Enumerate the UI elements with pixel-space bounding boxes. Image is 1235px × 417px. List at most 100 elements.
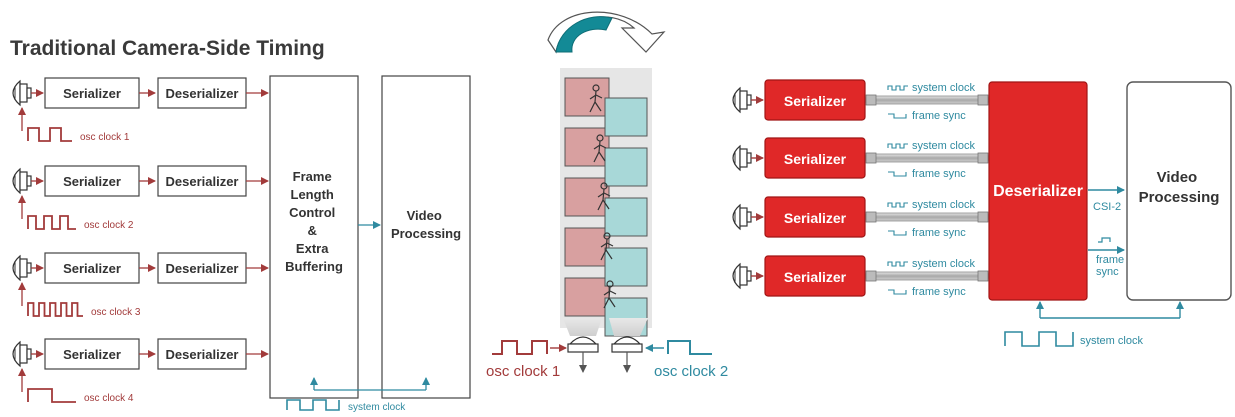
pink-frame xyxy=(564,227,610,267)
frame-line-5: Buffering xyxy=(285,259,343,274)
red-serializer-label: Serializer xyxy=(784,269,847,285)
square-wave-icon xyxy=(1004,331,1074,347)
mid-osc-clock-2-label: osc clock 2 xyxy=(654,363,728,380)
square-wave-icon xyxy=(887,202,908,208)
square-wave-icon xyxy=(1098,237,1111,243)
right-video-processing-box xyxy=(1126,81,1232,301)
left-title: Traditional Camera-Side Timing xyxy=(10,37,325,60)
square-wave-icon xyxy=(27,388,76,403)
camera-icon xyxy=(12,79,32,107)
frame-line-4: Extra xyxy=(296,241,329,256)
big-deserializer-label: Deserializer xyxy=(993,183,1083,200)
serializer-label: Serializer xyxy=(63,86,121,101)
left-video-line-0: Video xyxy=(407,208,442,223)
serializer-box xyxy=(44,338,140,370)
square-wave-icon xyxy=(887,261,908,267)
row-frame-sync-label: frame sync xyxy=(912,168,966,180)
red-serializer-label: Serializer xyxy=(784,93,847,109)
square-wave-icon xyxy=(888,113,907,119)
serial-cable xyxy=(865,212,989,222)
cable-connector xyxy=(865,152,877,164)
row-system-clock-label: system clock xyxy=(912,199,975,211)
serial-cable xyxy=(865,95,989,105)
osc-clock-label: osc clock 2 xyxy=(84,220,134,231)
camera-icon xyxy=(732,86,752,114)
walking-person-icon xyxy=(600,232,614,261)
frame-stack xyxy=(564,77,648,337)
camera-icon xyxy=(12,167,32,195)
deserializer-label: Deserializer xyxy=(166,86,239,101)
left-video-processing-label: Video Processing xyxy=(391,208,461,241)
right-row: Serializer system clock frame sync xyxy=(732,137,989,180)
serializer-label: Serializer xyxy=(63,261,121,276)
frame-sync-out-label: frame sync xyxy=(1096,254,1127,278)
left-video-processing-box xyxy=(381,75,471,399)
red-serializer-label: Serializer xyxy=(784,151,847,167)
frame-length-control-box xyxy=(269,75,359,399)
square-wave-icon xyxy=(887,85,908,91)
frame-line-0: Frame xyxy=(293,169,332,184)
osc-clock-label: osc clock 4 xyxy=(84,393,134,404)
row-system-clock-label: system clock xyxy=(912,82,975,94)
frame-sync-out-line-1: sync xyxy=(1096,266,1119,278)
camera-icon xyxy=(732,144,752,172)
aqua-frame xyxy=(604,247,648,287)
left-row: Serializer Deserializer osc clock 1 xyxy=(12,77,269,143)
row-frame-sync-label: frame sync xyxy=(912,227,966,239)
red-serializer-box xyxy=(764,79,866,121)
walking-person-icon xyxy=(597,182,611,211)
row-system-clock-label: system clock xyxy=(912,258,975,270)
frame-sync-out-line-0: frame xyxy=(1096,254,1124,266)
square-wave-icon xyxy=(286,399,340,411)
serializer-box xyxy=(44,252,140,284)
cable-connector xyxy=(865,270,877,282)
cable-connector xyxy=(865,94,877,106)
left-diagram: Traditional Camera-Side Timing Serialize… xyxy=(10,37,471,413)
osc-clock-label: osc clock 1 xyxy=(80,132,130,143)
red-serializer-box xyxy=(764,255,866,297)
cable-connector xyxy=(865,211,877,223)
serial-cable xyxy=(865,271,989,281)
deserializer-label: Deserializer xyxy=(166,347,239,362)
middle-diagram: osc clock 1 osc clock 2 xyxy=(486,11,728,380)
square-wave-icon xyxy=(887,143,908,149)
big-deserializer-box xyxy=(988,81,1088,301)
cable-connector xyxy=(977,270,989,282)
square-wave-icon xyxy=(27,215,76,230)
deserializer-label: Deserializer xyxy=(166,261,239,276)
row-frame-sync-label: frame sync xyxy=(912,286,966,298)
camera-icon xyxy=(732,203,752,231)
right-video-processing-label: Video Processing xyxy=(1139,169,1220,206)
square-wave-icon xyxy=(492,340,548,355)
frame-line-1: Length xyxy=(291,187,334,202)
square-wave-icon xyxy=(667,340,712,355)
left-video-line-1: Processing xyxy=(391,226,461,241)
square-wave-icon xyxy=(27,127,72,142)
red-serializer-box xyxy=(764,137,866,179)
beam-right xyxy=(609,318,648,336)
frame-line-2: Control xyxy=(289,205,335,220)
camera-icon xyxy=(732,262,752,290)
square-wave-icon xyxy=(888,171,907,177)
mid-osc-clock-1-label: osc clock 1 xyxy=(486,363,560,380)
square-wave-icon xyxy=(27,302,83,317)
red-serializer-box xyxy=(764,196,866,238)
right-video-line-0: Video xyxy=(1157,169,1198,186)
serial-cable xyxy=(865,153,989,163)
right-video-line-1: Processing xyxy=(1139,189,1220,206)
cable-connector xyxy=(977,152,989,164)
deserializer-box xyxy=(157,252,247,284)
row-system-clock-label: system clock xyxy=(912,140,975,152)
square-wave-icon xyxy=(888,230,907,236)
left-system-clock-label: system clock xyxy=(348,402,406,413)
cable-connector xyxy=(977,211,989,223)
